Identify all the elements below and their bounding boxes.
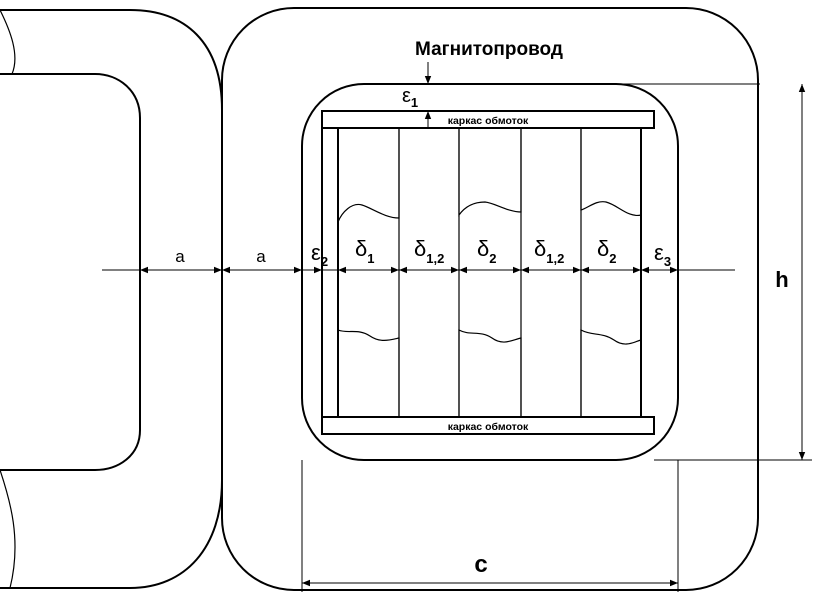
core-outer — [221, 7, 759, 591]
frame-label-bottom: каркас обмоток — [448, 421, 529, 433]
winding-sections-top — [337, 127, 642, 223]
dimension-c — [301, 460, 679, 592]
gap-label-delta12-a: δ1,2 — [414, 236, 444, 266]
dimension-eps1 — [424, 62, 760, 128]
gap-label-delta1: δ1 — [355, 236, 374, 266]
gap-label-delta2-b: δ2 — [597, 236, 616, 266]
winding-sections-bottom — [337, 328, 642, 418]
core-window — [301, 83, 679, 461]
dim-a-right-label: a — [256, 247, 266, 266]
gap-label-eps2: ε2 — [311, 240, 328, 269]
dimension-h — [654, 84, 812, 461]
diagram-title: Магнитопровод — [415, 39, 563, 60]
gap-label-delta12-b: δ1,2 — [534, 236, 564, 266]
dim-h-label: h — [775, 267, 788, 292]
left-core-break-bottom — [0, 469, 16, 589]
gap-label-eps1: ε1 — [402, 85, 418, 110]
winding-frame — [321, 110, 655, 435]
left-core-break-top — [0, 9, 16, 75]
frame-label-top: каркас обмоток — [448, 115, 529, 127]
gap-label-delta2-a: δ2 — [477, 236, 496, 266]
dim-c-label: c — [474, 551, 487, 578]
dim-a-left-label: a — [175, 247, 185, 266]
gap-label-eps3: ε3 — [654, 240, 671, 269]
left-core — [0, 9, 223, 589]
